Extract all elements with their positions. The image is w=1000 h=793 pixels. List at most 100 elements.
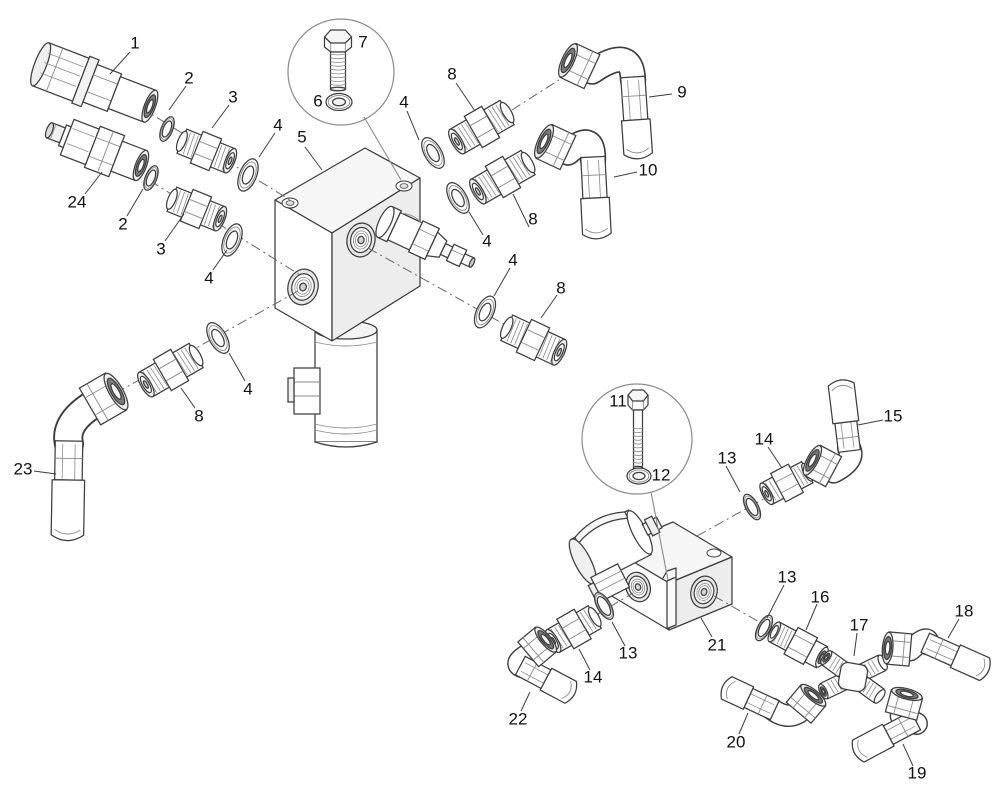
line-shape — [568, 629, 587, 641]
ellipse-shape — [223, 226, 241, 254]
path-shape — [666, 576, 677, 630]
line-shape — [819, 453, 836, 484]
ellipse-shape — [884, 640, 891, 656]
part-elbow-hose-22 — [507, 626, 578, 704]
part-seal-washer-2a — [159, 116, 175, 142]
part-nipple-14b — [544, 604, 603, 654]
path-shape — [633, 431, 643, 434]
ellipse-shape — [706, 548, 722, 558]
ellipse-shape — [227, 156, 233, 166]
ellipse-shape — [188, 344, 204, 367]
ellipse-shape — [30, 42, 52, 87]
callout-leader-line — [648, 93, 673, 98]
line-shape — [542, 335, 553, 359]
callout-label-9: 9 — [677, 83, 686, 102]
line-shape — [787, 646, 808, 658]
line-shape — [482, 174, 497, 196]
part-nipple-8c — [499, 314, 568, 366]
line-shape — [72, 128, 95, 138]
callout-leader-line — [947, 618, 960, 639]
ellipse-shape — [217, 214, 223, 224]
ellipse-shape — [448, 185, 468, 211]
ellipse-shape — [499, 101, 515, 124]
line-shape — [579, 612, 594, 632]
ellipse-shape — [769, 624, 779, 639]
ellipse-shape — [423, 140, 443, 166]
line-shape — [86, 383, 109, 421]
callout-label-6: 6 — [313, 92, 322, 111]
callout-leader-line — [84, 171, 103, 195]
line-shape — [510, 320, 521, 344]
line-shape — [867, 661, 876, 675]
line-shape — [44, 62, 81, 77]
hose-assembly — [580, 155, 612, 240]
line-shape — [491, 106, 506, 128]
callout-label-14: 14 — [584, 668, 603, 687]
path-shape — [831, 384, 853, 392]
part-cartridge-valve-5 — [375, 205, 476, 268]
line-shape — [451, 249, 465, 256]
path-shape — [580, 48, 645, 92]
callout-leader-line — [180, 387, 196, 409]
callout-leader-line — [611, 621, 626, 647]
callout-label-12: 12 — [652, 466, 671, 485]
callout-label-13: 13 — [778, 568, 797, 587]
ellipse-shape — [474, 187, 481, 196]
path-shape — [633, 442, 643, 445]
callout-leader-line — [853, 632, 858, 657]
line-shape — [97, 131, 114, 173]
callout-leader-line — [700, 617, 713, 638]
path-shape — [827, 379, 860, 425]
line-shape — [509, 158, 524, 181]
line-shape — [581, 174, 606, 177]
line-shape — [864, 663, 872, 676]
part-elbow-hose-9 — [557, 42, 654, 160]
path-shape — [556, 131, 605, 172]
callout-label-16: 16 — [811, 588, 830, 607]
ellipse-shape — [899, 690, 915, 698]
line-shape — [74, 444, 76, 481]
line-shape — [419, 228, 436, 238]
callout-label-3: 3 — [228, 88, 237, 107]
path-shape — [330, 84, 346, 86]
hose-assembly — [720, 676, 780, 721]
line-shape — [583, 609, 597, 630]
ellipse-shape — [225, 230, 239, 250]
line-shape — [829, 656, 838, 669]
ellipse-shape — [137, 158, 145, 173]
part-elbow-hose-19 — [851, 686, 928, 763]
callout-label-19: 19 — [908, 764, 927, 783]
callout-leader-line — [228, 352, 246, 382]
line-shape — [464, 122, 479, 144]
part-elbow-hose-23 — [50, 372, 129, 542]
callout-leader-line — [164, 213, 185, 242]
path-shape — [662, 567, 677, 579]
callout-label-4: 4 — [243, 380, 252, 399]
line-shape — [832, 658, 841, 672]
ellipse-shape — [821, 688, 826, 695]
ellipse-shape — [354, 232, 368, 248]
hose-assembly — [920, 632, 991, 682]
ellipse-shape — [375, 205, 395, 239]
line-shape — [790, 696, 816, 719]
line-shape — [934, 639, 944, 659]
path-shape — [330, 68, 346, 71]
ellipse-shape — [331, 97, 347, 107]
line-shape — [627, 80, 631, 121]
line-shape — [95, 137, 121, 148]
ellipse-shape — [241, 165, 255, 185]
line-shape — [198, 140, 218, 150]
path-shape — [330, 61, 346, 63]
part-elbow-hose-18 — [881, 628, 991, 682]
ellipse-shape — [285, 200, 295, 206]
ellipse-shape — [596, 595, 612, 617]
ellipse-shape — [142, 380, 149, 389]
callout-leader-line — [126, 188, 144, 217]
line-shape — [184, 210, 204, 220]
line-shape — [207, 204, 217, 227]
callout-label-18: 18 — [955, 602, 974, 621]
ellipse-shape — [110, 383, 122, 400]
ellipse-shape — [757, 618, 771, 638]
ellipse-shape — [698, 585, 710, 599]
line-shape — [826, 681, 835, 694]
